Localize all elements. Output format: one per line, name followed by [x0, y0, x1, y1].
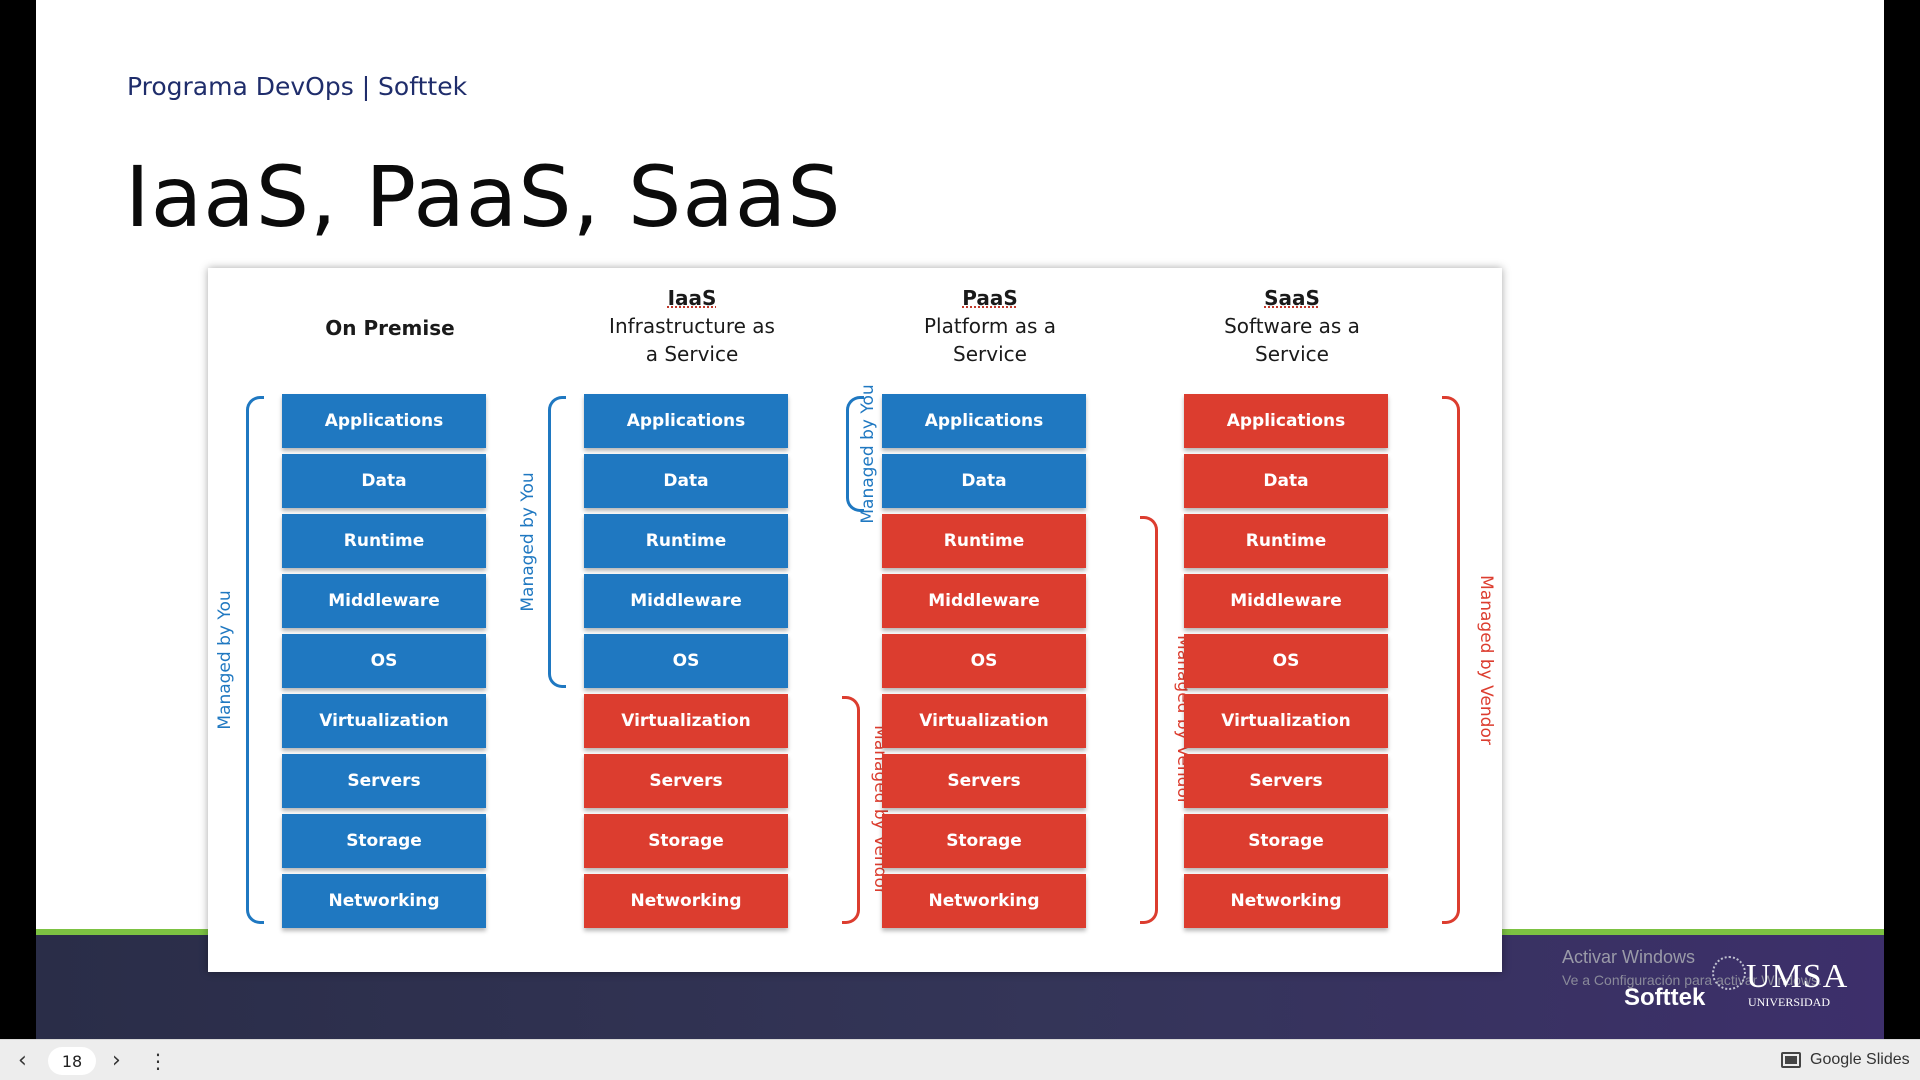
onprem-layer-runtime: Runtime: [282, 514, 486, 568]
bracket-onpremise-you: [246, 396, 264, 924]
paas-layer-applications: Applications: [882, 394, 1086, 448]
column-title: On Premise: [325, 316, 455, 340]
iaas-layer-storage: Storage: [584, 814, 788, 868]
iaas-layer-runtime: Runtime: [584, 514, 788, 568]
onprem-layer-applications: Applications: [282, 394, 486, 448]
iaas-layer-networking: Networking: [584, 874, 788, 928]
column-header-iaas: IaaS Infrastructure as a Service: [572, 284, 812, 368]
column-subtitle-line1: Platform as a: [924, 314, 1056, 338]
slides-icon: [1781, 1052, 1801, 1068]
chevron-right-icon[interactable]: ›: [112, 1048, 121, 1073]
softtek-logo-icon: [1712, 956, 1746, 990]
column-title: SaaS: [1264, 286, 1320, 310]
saas-layer-applications: Applications: [1184, 394, 1388, 448]
iaas-layer-applications: Applications: [584, 394, 788, 448]
saas-layer-storage: Storage: [1184, 814, 1388, 868]
column-header-saas: SaaS Software as a Service: [1172, 284, 1412, 368]
column-title: PaaS: [962, 286, 1018, 310]
onprem-layer-data: Data: [282, 454, 486, 508]
iaas-layer-servers: Servers: [584, 754, 788, 808]
label-paas-managed-by-you: Managed by You: [858, 384, 878, 524]
saas-layer-os: OS: [1184, 634, 1388, 688]
saas-layer-data: Data: [1184, 454, 1388, 508]
column-title: IaaS: [667, 286, 717, 310]
chevron-left-icon[interactable]: ‹: [18, 1048, 27, 1073]
umsa-logo-subtitle: UNIVERSIDAD: [1748, 995, 1830, 1009]
onprem-layer-os: OS: [282, 634, 486, 688]
paas-layer-virtualization: Virtualization: [882, 694, 1086, 748]
umsa-logo: UMSA: [1746, 958, 1849, 995]
paas-layer-servers: Servers: [882, 754, 1086, 808]
onprem-layer-virtualization: Virtualization: [282, 694, 486, 748]
service-model-diagram: On Premise IaaS Infrastructure as a Serv…: [208, 268, 1502, 972]
slide-brand: Programa DevOps | Softtek: [127, 72, 468, 101]
bracket-paas-you: [846, 396, 864, 512]
paas-layer-storage: Storage: [882, 814, 1086, 868]
slide-title: IaaS, PaaS, SaaS: [125, 148, 842, 246]
onprem-layer-middleware: Middleware: [282, 574, 486, 628]
windows-activation-subtitle: Ve a Configuración para activar Windows.: [1562, 972, 1822, 988]
page-number-input[interactable]: 18: [48, 1047, 96, 1075]
paas-layer-data: Data: [882, 454, 1086, 508]
softtek-logo: Softtek: [1624, 984, 1706, 1011]
onprem-layer-networking: Networking: [282, 874, 486, 928]
iaas-layer-os: OS: [584, 634, 788, 688]
onprem-layer-servers: Servers: [282, 754, 486, 808]
app-label: Google Slides: [1810, 1051, 1910, 1068]
column-subtitle-line1: Software as a: [1224, 314, 1360, 338]
iaas-layer-virtualization: Virtualization: [584, 694, 788, 748]
paas-layer-runtime: Runtime: [882, 514, 1086, 568]
bracket-saas-vendor: [1442, 396, 1460, 924]
more-vert-icon[interactable]: ⋮: [148, 1049, 168, 1073]
paas-layer-networking: Networking: [882, 874, 1086, 928]
saas-layer-runtime: Runtime: [1184, 514, 1388, 568]
presentation-toolbar: ‹ 18 › ⋮ Google Slides: [0, 1039, 1920, 1080]
bracket-iaas-vendor: [842, 696, 860, 924]
bracket-paas-vendor: [1140, 516, 1158, 924]
iaas-layer-middleware: Middleware: [584, 574, 788, 628]
column-subtitle-line1: Infrastructure as: [609, 314, 775, 338]
label-saas-managed-by-vendor: Managed by Vendor: [1476, 575, 1496, 745]
saas-layer-virtualization: Virtualization: [1184, 694, 1388, 748]
windows-activation-title: Activar Windows: [1562, 947, 1696, 967]
column-header-onpremise: On Premise: [270, 314, 510, 342]
iaas-layer-data: Data: [584, 454, 788, 508]
column-subtitle-line2: Service: [953, 342, 1027, 366]
column-header-paas: PaaS Platform as a Service: [870, 284, 1110, 368]
column-subtitle-line2: Service: [1255, 342, 1329, 366]
label-onpremise-managed-by-you: Managed by You: [215, 590, 235, 730]
label-iaas-managed-by-vendor: Managed by Vendor: [870, 725, 890, 895]
label-iaas-managed-by-you: Managed by You: [518, 472, 538, 612]
onprem-layer-storage: Storage: [282, 814, 486, 868]
saas-layer-servers: Servers: [1184, 754, 1388, 808]
saas-layer-middleware: Middleware: [1184, 574, 1388, 628]
column-subtitle-line2: a Service: [645, 342, 739, 366]
paas-layer-os: OS: [882, 634, 1086, 688]
paas-layer-middleware: Middleware: [882, 574, 1086, 628]
saas-layer-networking: Networking: [1184, 874, 1388, 928]
bracket-iaas-you: [548, 396, 566, 688]
